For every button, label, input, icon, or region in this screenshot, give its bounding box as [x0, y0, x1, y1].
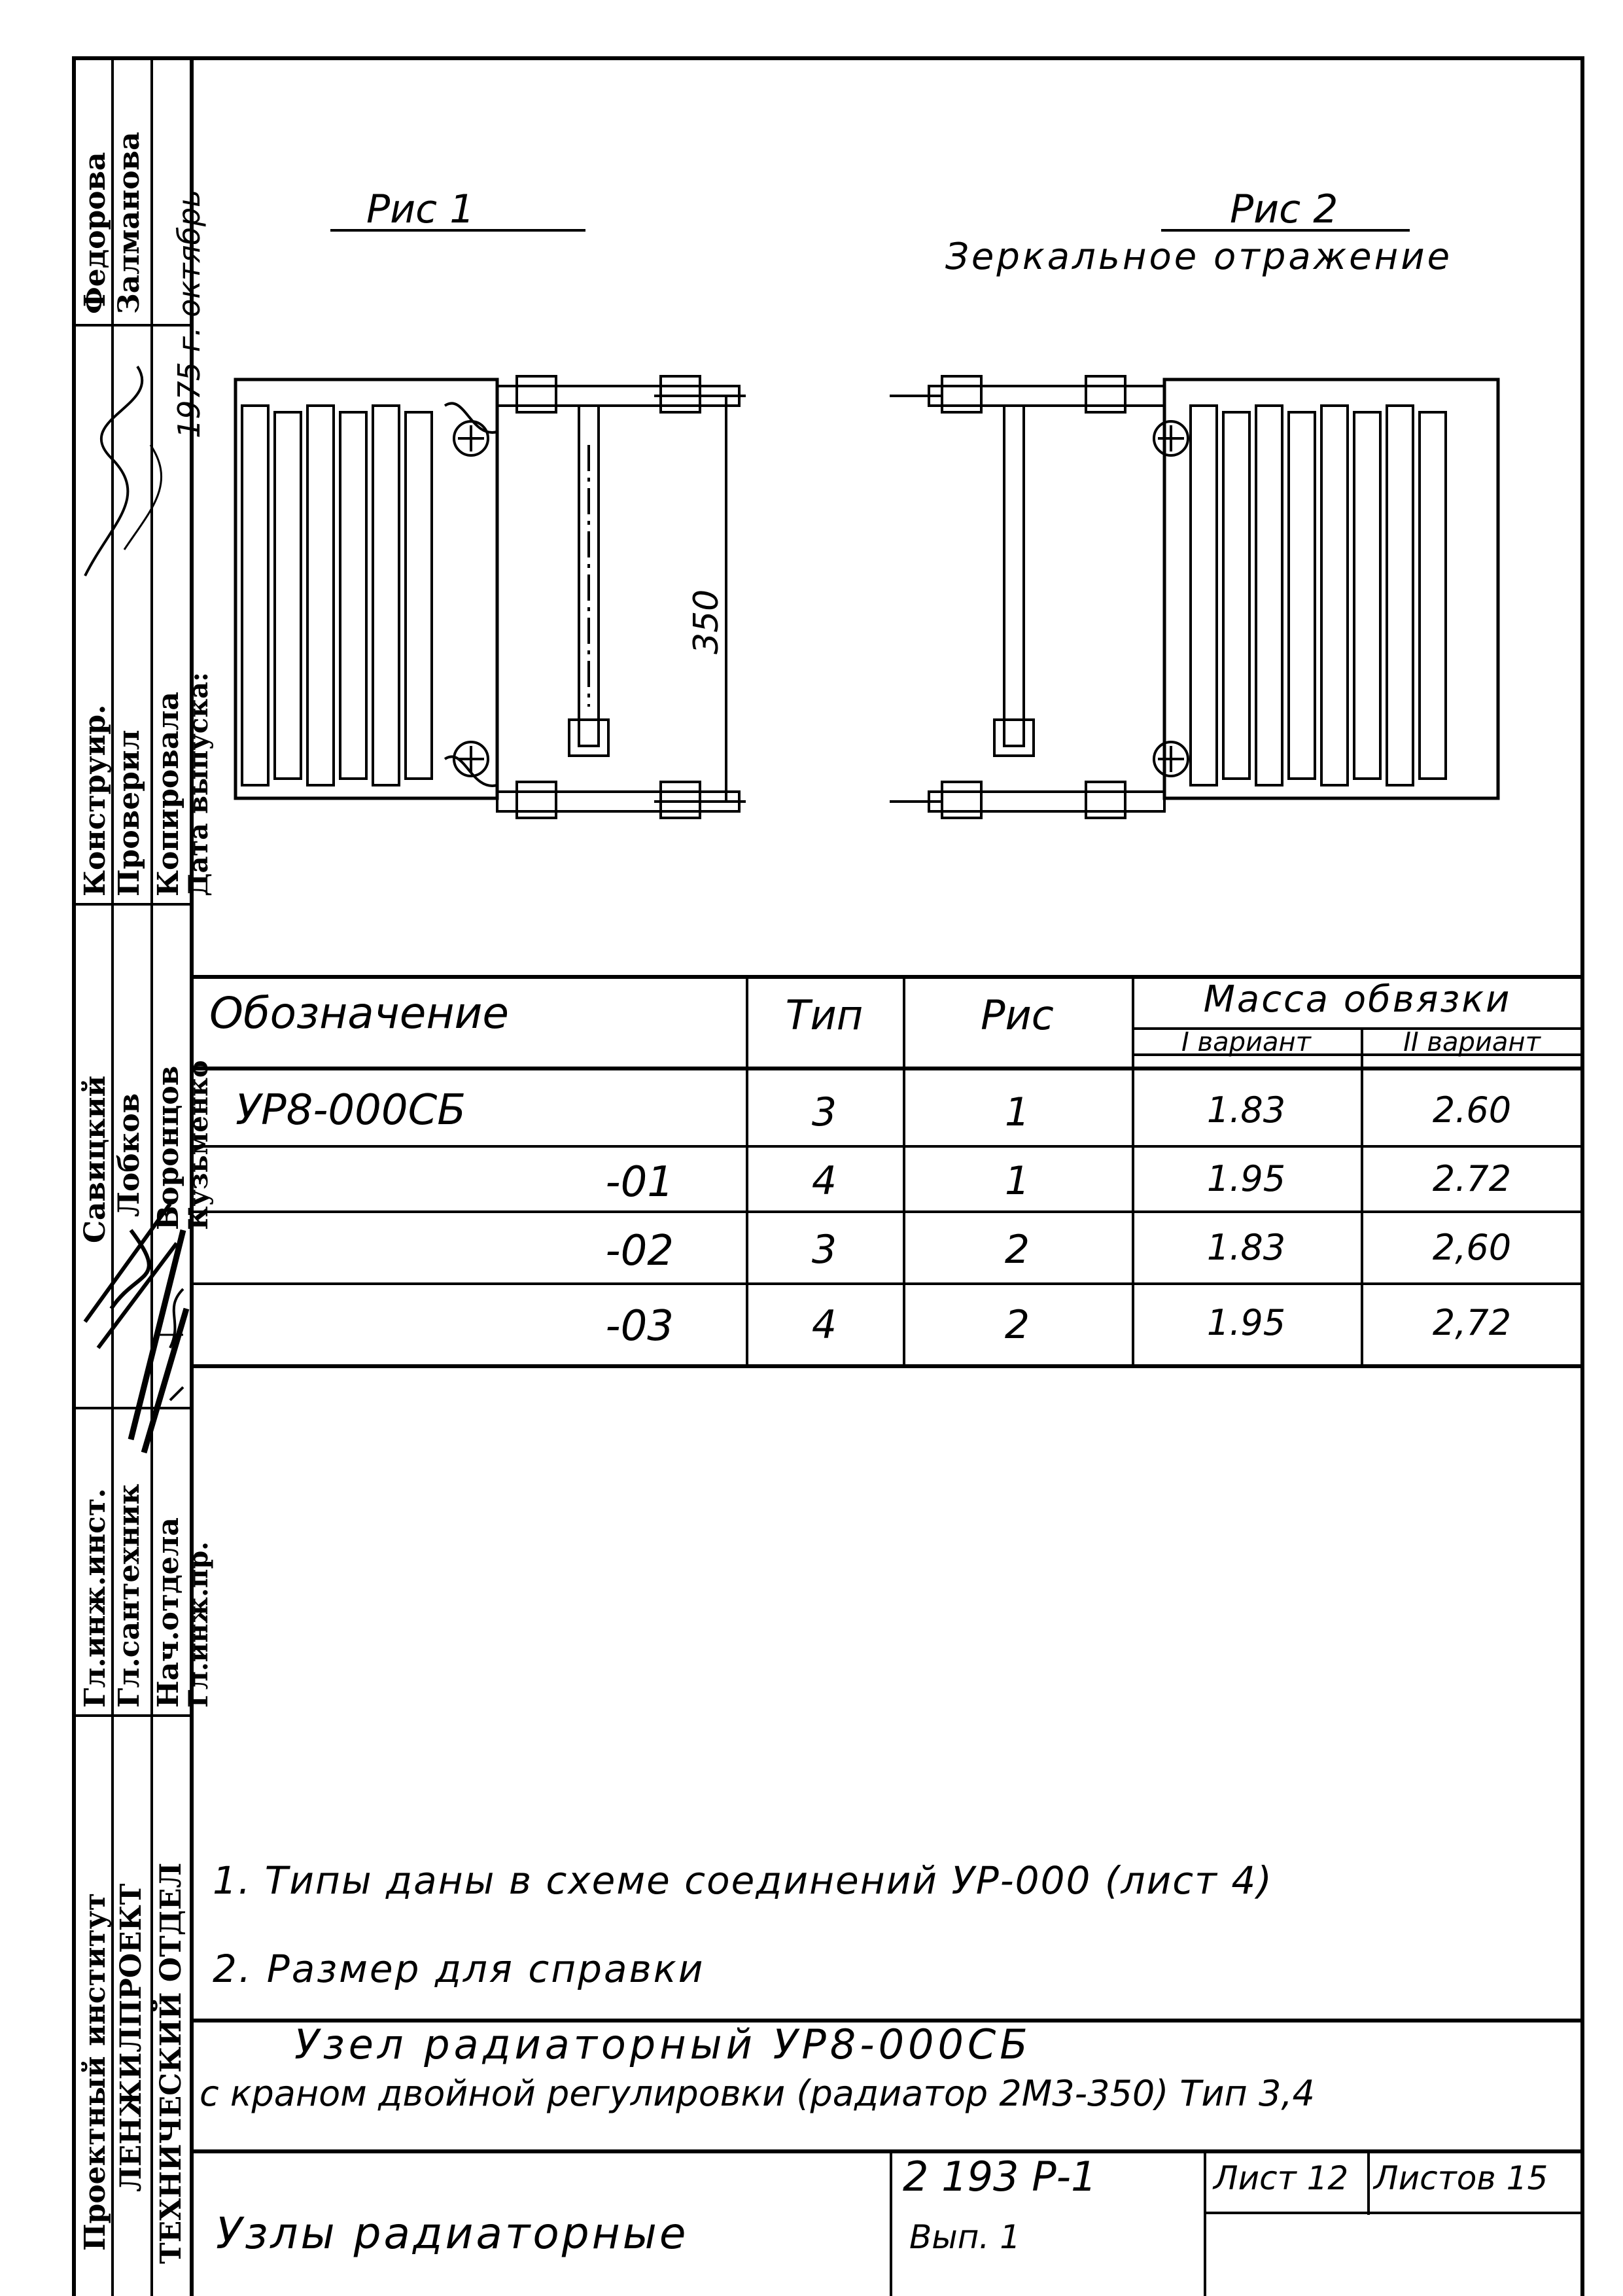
- fig2-subtitle: Зеркальное отражение: [945, 236, 1453, 278]
- left-frame-border: [72, 58, 76, 2296]
- stamp-block-line-3: [72, 1407, 191, 1409]
- fig2-title-underline: [1161, 229, 1410, 232]
- stamp-org-line1: Проектный институт: [79, 1892, 112, 2251]
- stamp-divider-1: [111, 58, 114, 2296]
- table-row-2-figure: 1: [1004, 1158, 1030, 1204]
- title-name-line2: с краном двойной регулировки (радиатор 2…: [200, 2073, 1315, 2114]
- fig2-title: Рис 2: [1230, 186, 1338, 232]
- dimension-350: 350: [687, 589, 726, 654]
- top-frame-border: [72, 56, 1584, 60]
- table-header-designation: Обозначение: [209, 988, 509, 1038]
- right-frame-border: [1580, 56, 1584, 2296]
- table-header-type: Тип: [785, 991, 864, 1039]
- stamp-column-divider: [190, 58, 194, 2296]
- radiator-drawing-fig1: [234, 375, 746, 819]
- title-block-col-3: [1367, 2149, 1370, 2215]
- title-block-top-line: [190, 2019, 1583, 2022]
- fig1-title: Рис 1: [366, 186, 475, 232]
- table-row-3-variant2: 2,60: [1432, 1227, 1512, 1268]
- radiator-drawing-fig2: [890, 375, 1500, 819]
- table-col-line-1: [746, 975, 748, 1368]
- table-row-1-designation: УР8-000СБ: [236, 1086, 466, 1135]
- table-col-line-4: [1361, 1027, 1363, 1368]
- table-row-1-figure: 1: [1004, 1089, 1030, 1135]
- title-block-col-1: [890, 2149, 892, 2296]
- table-row-line-3: [190, 1282, 1583, 1285]
- table-mass-subheader-line: [1132, 1027, 1583, 1030]
- table-subheader-underline: [1132, 1053, 1583, 1056]
- title-block-middle-line: [190, 2149, 1583, 2153]
- title-block-sheet-line: [1204, 2212, 1583, 2214]
- table-row-3-figure: 2: [1004, 1227, 1030, 1273]
- table-row-4-variant2: 2,72: [1432, 1302, 1512, 1343]
- stamp-org-line2: ЛЕНЖИЛПРОЕКТ: [114, 1883, 148, 2193]
- table-row-4-designation: -03: [605, 1302, 674, 1351]
- table-row-4-type: 4: [811, 1302, 837, 1348]
- title-name-line1: Узел радиаторный УР8-000СБ: [294, 2021, 1032, 2068]
- table-header-variant2: II вариант: [1403, 1027, 1541, 1057]
- stamp-block-line-1: [72, 324, 191, 327]
- table-row-line-1: [190, 1145, 1583, 1148]
- table-row-1-variant1: 1.83: [1206, 1089, 1286, 1131]
- table-row-3-variant1: 1.83: [1206, 1227, 1286, 1268]
- table-row-2-designation: -01: [605, 1158, 674, 1207]
- title-block-col-2: [1204, 2149, 1206, 2296]
- stamp-divider-2: [150, 58, 153, 2296]
- fig1-title-underline: [330, 229, 585, 232]
- table-header-figure: Рис: [981, 991, 1054, 1039]
- table-row-4-figure: 2: [1004, 1302, 1030, 1348]
- table-header-mass: Масса обвязки: [1203, 978, 1512, 1021]
- table-col-line-3: [1132, 975, 1134, 1368]
- stamp-name-fedorova: Федорова: [79, 152, 112, 314]
- title-sheets: Листов 15: [1374, 2159, 1548, 2197]
- table-header-bottom: [190, 1067, 1583, 1070]
- title-doc-number: 2 193 Р-1: [903, 2153, 1097, 2200]
- stamp-org-line3: ТЕХНИЧЕСКИЙ ОТДЕЛ: [154, 1862, 188, 2264]
- table-row-line-2: [190, 1210, 1583, 1213]
- table-row-3-designation: -02: [605, 1227, 674, 1275]
- note-1: 1. Типы даны в схеме соединений УР-000 (…: [213, 1858, 1273, 1903]
- title-series: Узлы радиаторные: [216, 2208, 689, 2259]
- table-row-2-variant1: 1.95: [1206, 1158, 1286, 1199]
- table-col-line-2: [903, 975, 905, 1368]
- stamp-block-line-4: [72, 1714, 191, 1717]
- table-row-4-variant1: 1.95: [1206, 1302, 1286, 1343]
- stamp-name-zalmanova: Залманова: [113, 132, 146, 314]
- title-issue: Вып. 1: [909, 2218, 1021, 2256]
- stamp-block-line-2: [72, 903, 191, 906]
- table-row-2-type: 4: [811, 1158, 837, 1204]
- table-row-3-type: 3: [811, 1227, 837, 1273]
- title-sheet: Лист 12: [1213, 2159, 1349, 2197]
- stamp-signatures: [83, 365, 190, 1454]
- table-row-2-variant2: 2.72: [1432, 1158, 1512, 1199]
- table-row-1-variant2: 2.60: [1432, 1089, 1512, 1131]
- note-2: 2. Размер для справки: [213, 1947, 705, 1991]
- table-row-1-type: 3: [811, 1089, 837, 1135]
- table-bottom-line: [190, 1364, 1583, 1368]
- table-header-variant1: I вариант: [1181, 1027, 1311, 1057]
- table-top-line: [190, 975, 1583, 979]
